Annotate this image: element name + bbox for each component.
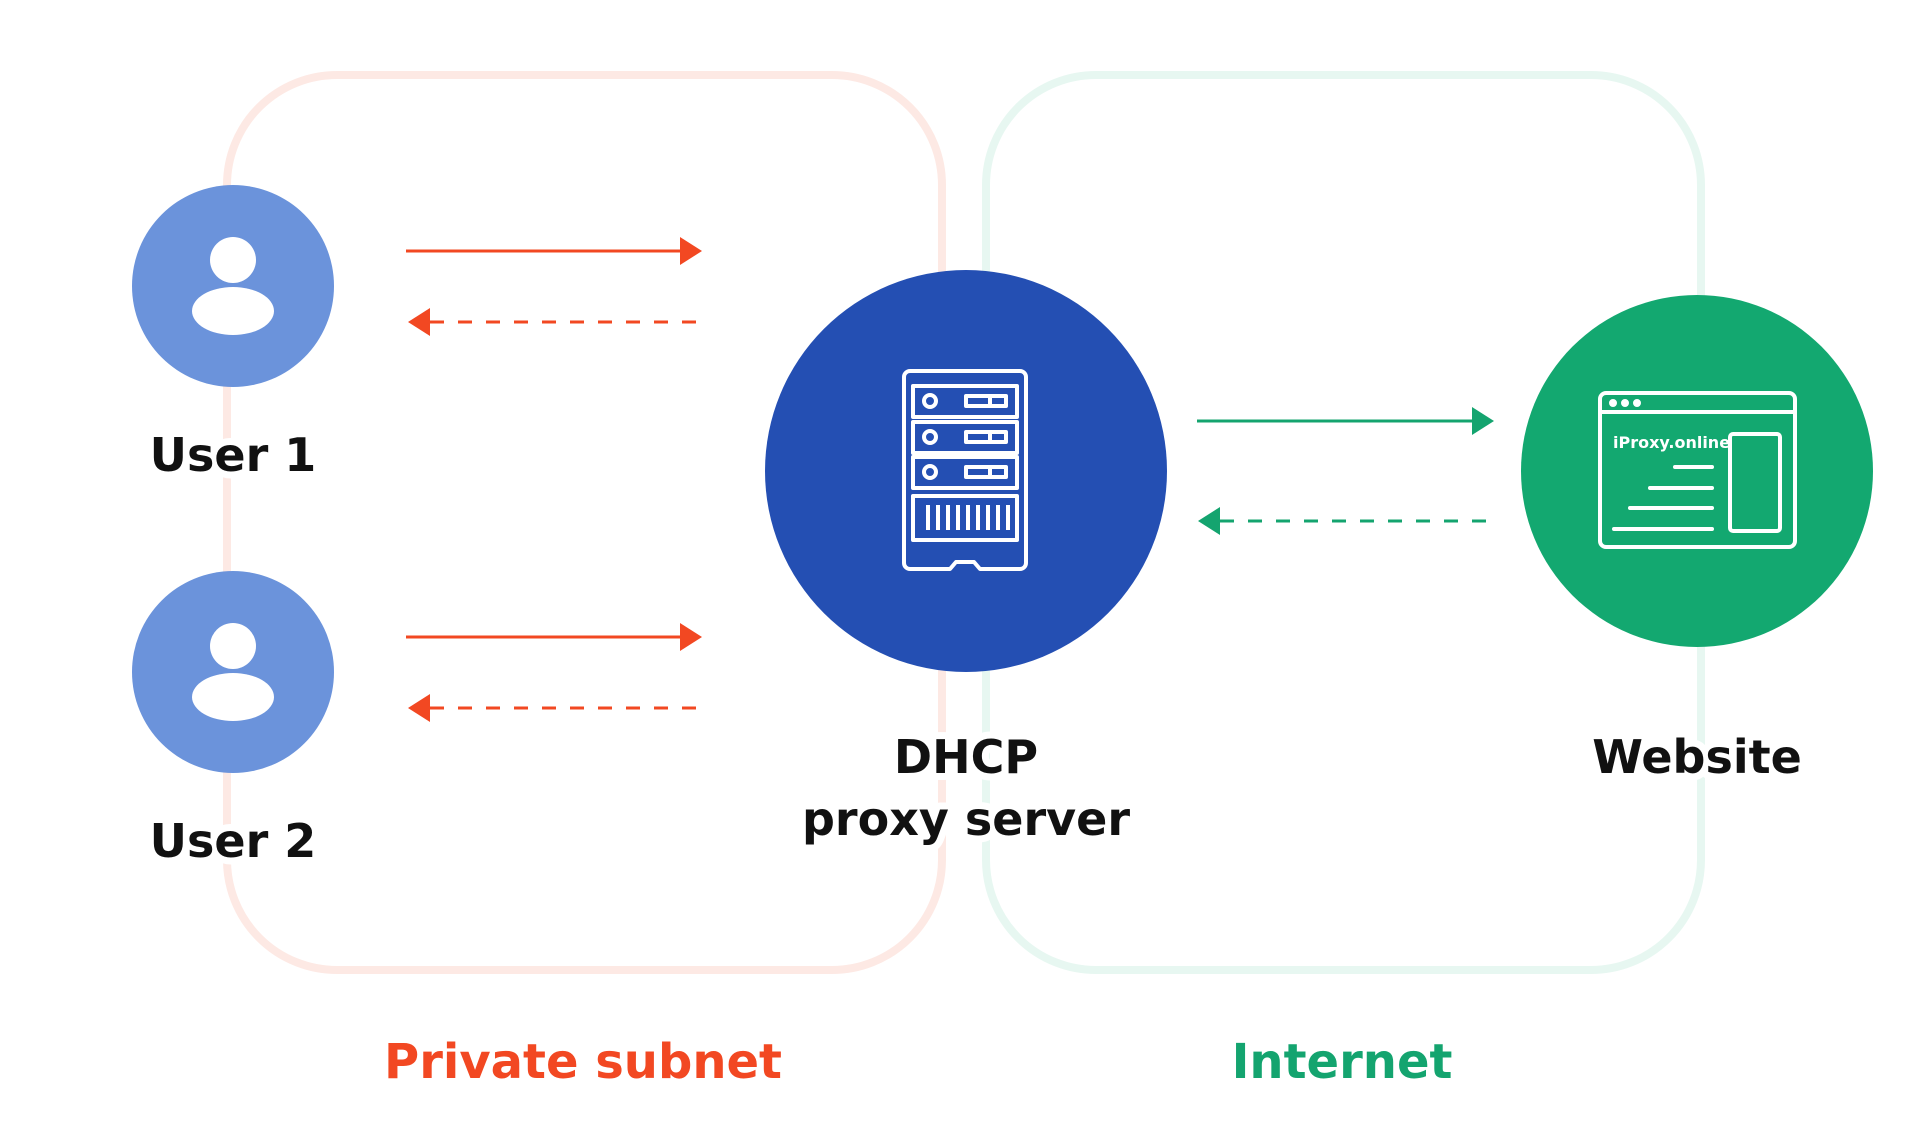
internet-label: Internet: [1232, 1034, 1453, 1090]
proxy-response-arrow: [1198, 507, 1494, 535]
user-icon: [192, 237, 274, 335]
proxy-request-arrow: [1197, 407, 1494, 435]
user2-request-arrow: [406, 623, 702, 651]
website-brand-text: iProxy.online: [1613, 433, 1730, 452]
user1-label: User 1: [150, 428, 317, 482]
user1-node: [132, 185, 334, 387]
user2-node: [132, 571, 334, 773]
website-label: Website: [1592, 730, 1802, 784]
user1-request-arrow: [406, 237, 702, 265]
server-rack-icon: [902, 369, 1028, 571]
private-subnet-label: Private subnet: [384, 1034, 782, 1090]
proxy-node: [765, 270, 1167, 672]
browser-window-icon: [1598, 391, 1797, 549]
user2-response-arrow: [408, 694, 700, 722]
user1-response-arrow: [408, 308, 700, 336]
user2-label: User 2: [150, 814, 317, 868]
proxy-label-line1: DHCP: [894, 730, 1038, 784]
proxy-label-line2: proxy server: [802, 792, 1130, 846]
user-icon: [192, 623, 274, 721]
website-node: iProxy.online: [1521, 295, 1873, 647]
